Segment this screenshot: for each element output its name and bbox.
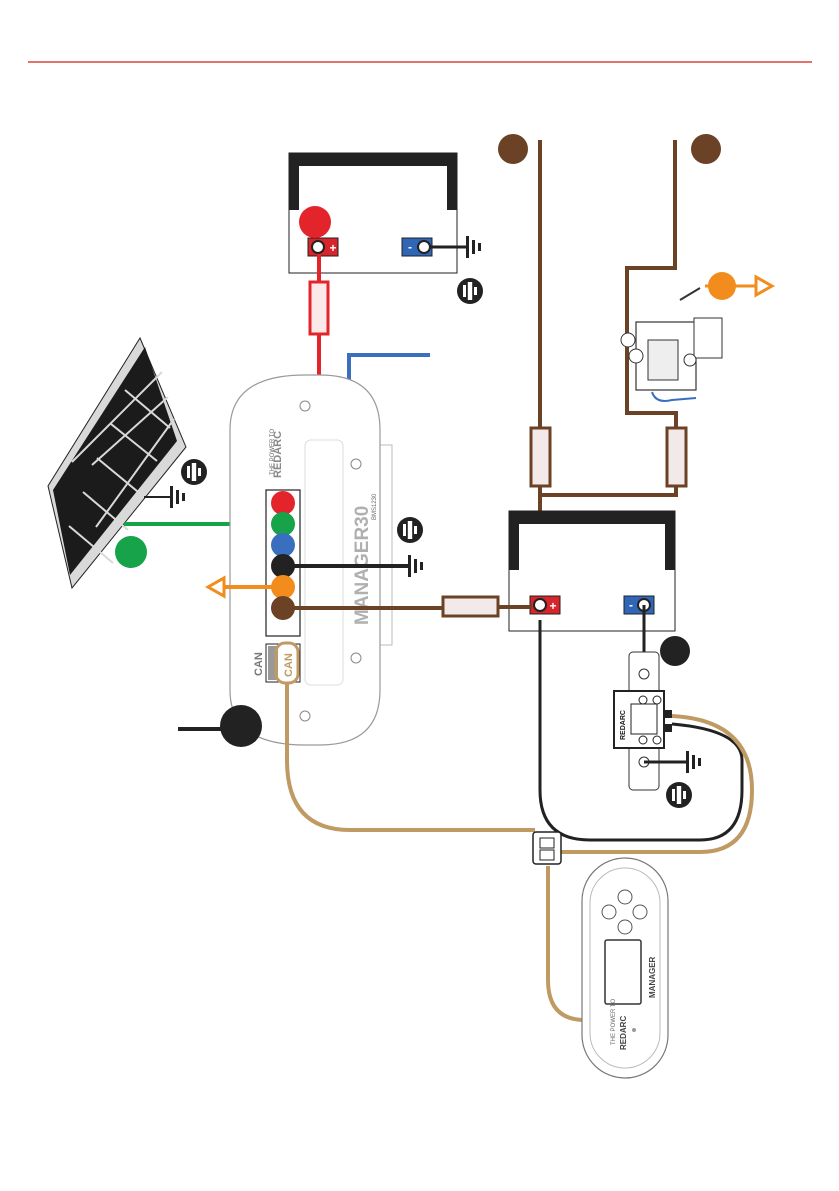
ground-icon	[457, 278, 483, 304]
relay-icon	[621, 288, 722, 401]
aux-positive-sign: +	[549, 599, 556, 613]
ground-bars-icon	[466, 236, 481, 258]
battery-monitor-shunt-icon: REDARC	[614, 652, 672, 790]
red-marker-dot	[299, 206, 331, 238]
can-port-2-label: CAN	[283, 653, 295, 677]
can-port-1-label: CAN	[253, 652, 265, 676]
red-fuse-icon	[310, 282, 328, 334]
terminal-blue	[271, 533, 295, 557]
aux-negative-sign: -	[629, 598, 633, 612]
display-down-button	[618, 920, 632, 934]
solar-ground-bars-icon	[170, 486, 185, 508]
orange-marker-dot	[708, 272, 736, 300]
battery-manager-icon: REDARC THE POWER TO MANAGER30 BMS1230 CA…	[230, 375, 392, 745]
solar-ground-icon	[181, 459, 207, 485]
can-splitter-icon	[533, 832, 561, 864]
starter-negative-sign: -	[408, 240, 412, 254]
charger-ground-bars-icon	[408, 555, 423, 577]
brown-marker-dot-2	[691, 134, 721, 164]
shunt-brand-text: REDARC	[620, 710, 627, 740]
charger-ground-icon	[397, 517, 423, 543]
display-left-button	[602, 905, 616, 919]
starter-positive-sign: +	[329, 241, 336, 255]
shunt-ground-bars-icon	[686, 751, 701, 773]
display-screen	[605, 940, 641, 1004]
terminal-green	[271, 512, 295, 536]
green-marker-dot	[115, 536, 147, 568]
charger-tagline-text: THE POWER TO	[270, 429, 276, 475]
auxiliary-battery: + -	[509, 511, 675, 631]
display-brand-text: REDARC	[619, 1016, 628, 1050]
terminal-red	[271, 491, 295, 515]
display-model-text: MANAGER	[648, 956, 657, 998]
orange-output-arrow-icon	[208, 578, 224, 596]
shunt-marker-dot	[660, 636, 690, 666]
charger-code-text: BMS1230	[372, 493, 378, 520]
brown-marker-dot-1	[498, 134, 528, 164]
shunt-ground-icon	[666, 782, 692, 808]
black-marker-dot	[220, 705, 262, 747]
relay-output-arrow-icon	[756, 277, 772, 295]
brown-fuse-left-icon	[531, 428, 550, 486]
display-up-button	[618, 890, 632, 904]
brown-fuse-right-icon	[667, 428, 686, 486]
display-right-button	[633, 905, 647, 919]
display-tagline-text: THE POWER TO	[611, 999, 617, 1045]
can-cable-display	[548, 866, 585, 1020]
brown-fuse-bottom-icon	[443, 597, 498, 616]
display-unit-icon: MANAGER REDARC THE POWER TO	[582, 858, 668, 1078]
